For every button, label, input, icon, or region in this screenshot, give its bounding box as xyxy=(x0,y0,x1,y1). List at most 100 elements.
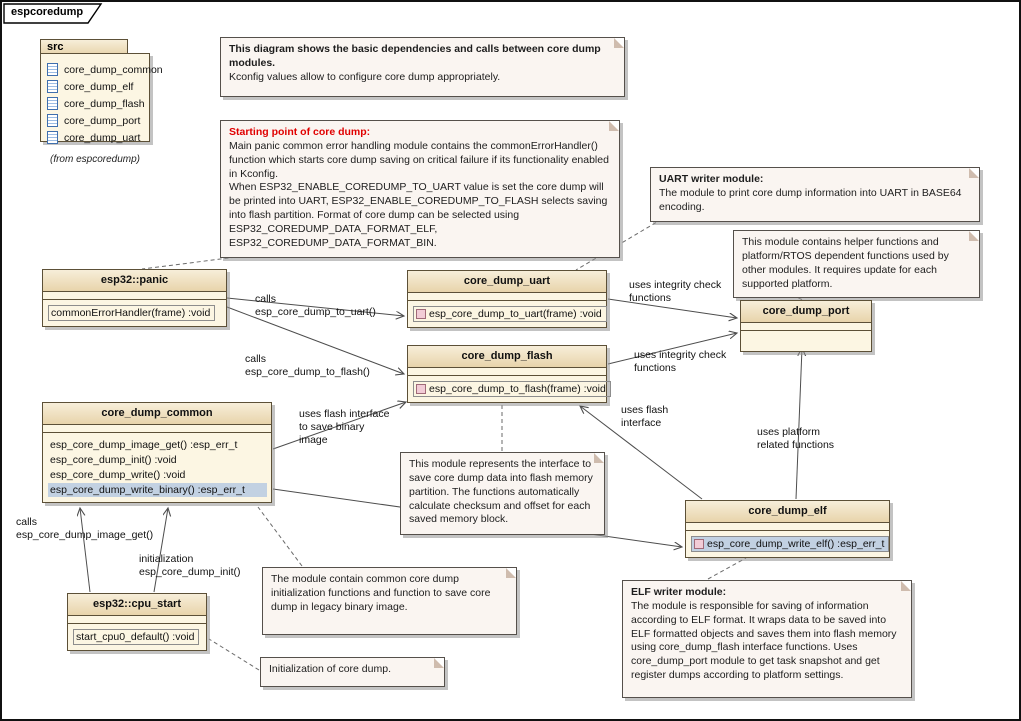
operation-esp-core-dump-write-binary[interactable]: esp_core_dump_write_binary() :esp_err_t xyxy=(48,483,267,497)
operation-label: esp_core_dump_write_elf() :esp_err_t xyxy=(707,538,885,550)
operation-esp-core-dump-image-get[interactable]: esp_core_dump_image_get() :esp_err_t xyxy=(48,438,267,452)
edge-label-calls-image-get: calls esp_core_dump_image_get() xyxy=(16,516,154,542)
attributes-compartment xyxy=(43,425,271,433)
edge-label-integrity-flash: uses integrity check functions xyxy=(634,349,727,375)
package-item-label: core_dump_elf xyxy=(64,80,134,93)
edge-label-flash-interface: uses flash interface xyxy=(621,404,669,430)
operation-esp-core-dump-init[interactable]: esp_core_dump_init() :void xyxy=(48,453,267,467)
note-flash-interface[interactable]: This module represents the interface to … xyxy=(400,452,605,535)
class-core-dump-uart[interactable]: core_dump_uart esp_core_dump_to_uart(fra… xyxy=(407,270,607,328)
frame-title: espcoredump xyxy=(11,6,84,18)
note-starting-title: Starting point of core dump: xyxy=(229,126,371,138)
operations-compartment: esp_core_dump_to_uart(frame) :void xyxy=(408,301,607,327)
note-initialization-text: Initialization of core dump. xyxy=(269,663,391,675)
operations-compartment: esp_core_dump_write_elf() :esp_err_t xyxy=(686,531,890,557)
class-name: core_dump_uart xyxy=(408,271,606,293)
note-uart-writer-text: The module to print core dump informatio… xyxy=(659,186,962,213)
edge-label-calls-to-flash: calls esp_core_dump_to_flash() xyxy=(245,353,370,379)
class-name: core_dump_port xyxy=(741,301,871,323)
note-helper-functions[interactable]: This module contains helper functions an… xyxy=(733,230,980,299)
attributes-compartment xyxy=(686,523,889,531)
edge-label-platform-related: uses platform related functions xyxy=(757,426,835,452)
edge-label-initialization: initialization esp_core_dump_init() xyxy=(139,553,241,579)
attributes-compartment xyxy=(408,293,606,301)
note-elf-writer[interactable]: ELF writer module: The module is respons… xyxy=(622,580,912,698)
class-name: esp32::cpu_start xyxy=(68,594,206,616)
empty-operations xyxy=(746,335,867,347)
class-name: core_dump_common xyxy=(43,403,271,425)
operation-esp-core-dump-to-flash[interactable]: esp_core_dump_to_flash(frame) :void xyxy=(413,381,611,397)
note-overview[interactable]: This diagram shows the basic dependencie… xyxy=(220,37,625,97)
note-uart-writer[interactable]: UART writer module: The module to print … xyxy=(650,167,980,222)
operation-label: esp_core_dump_to_uart(frame) :void xyxy=(429,308,602,320)
file-icon xyxy=(47,80,58,93)
edge-label-integrity-uart: uses integrity check functions xyxy=(629,279,722,305)
package-src[interactable]: core_dump_common core_dump_elf core_dump… xyxy=(40,53,163,144)
class-name: core_dump_elf xyxy=(686,501,889,523)
attributes-compartment xyxy=(43,292,226,300)
operations-compartment: esp_core_dump_to_flash(frame) :void xyxy=(408,376,611,402)
file-icon xyxy=(47,63,58,76)
class-name: core_dump_flash xyxy=(408,346,606,368)
package-item[interactable]: core_dump_port xyxy=(46,112,145,129)
class-esp32-panic[interactable]: esp32::panic commonErrorHandler(frame) :… xyxy=(42,269,227,327)
package-item-label: core_dump_flash xyxy=(64,97,145,110)
note-common-module[interactable]: The module contain common core dump init… xyxy=(262,567,517,635)
operation-label: esp_core_dump_image_get() :esp_err_t xyxy=(50,439,238,451)
package-item-label: core_dump_common xyxy=(64,63,163,76)
edge-label-flash-save-binary: uses flash interface to save binary imag… xyxy=(299,408,390,447)
class-core-dump-common[interactable]: core_dump_common esp_core_dump_image_get… xyxy=(42,402,272,503)
operation-esp-core-dump-to-uart[interactable]: esp_core_dump_to_uart(frame) :void xyxy=(413,306,607,322)
operation-start-cpu0-default[interactable]: start_cpu0_default() :void xyxy=(73,629,200,645)
operation-esp-core-dump-write-elf[interactable]: esp_core_dump_write_elf() :esp_err_t xyxy=(691,536,890,552)
attributes-compartment xyxy=(408,368,606,376)
note-overview-bold: This diagram shows the basic dependencie… xyxy=(229,43,601,69)
file-icon xyxy=(47,114,58,127)
dependency-edges xyxy=(80,297,802,593)
operation-label: esp_core_dump_to_flash(frame) :void xyxy=(429,383,606,395)
operations-compartment: commonErrorHandler(frame) :void xyxy=(43,300,226,326)
note-starting-point[interactable]: Starting point of core dump: Main panic … xyxy=(220,120,620,258)
operation-icon xyxy=(694,539,704,549)
note-helper-text: This module contains helper functions an… xyxy=(742,236,949,290)
package-item-label: core_dump_uart xyxy=(64,131,141,144)
operation-label: esp_core_dump_write() :void xyxy=(50,469,186,481)
class-esp32-cpu-start[interactable]: esp32::cpu_start start_cpu0_default() :v… xyxy=(67,593,207,651)
package-item[interactable]: core_dump_common xyxy=(46,61,163,78)
note-starting-text: Main panic common error handling module … xyxy=(229,139,609,249)
class-core-dump-elf[interactable]: core_dump_elf esp_core_dump_write_elf() … xyxy=(685,500,890,558)
operation-icon xyxy=(416,309,426,319)
operation-label: start_cpu0_default() :void xyxy=(76,631,195,643)
note-initialization[interactable]: Initialization of core dump. xyxy=(260,657,445,687)
file-icon xyxy=(47,97,58,110)
class-name: esp32::panic xyxy=(43,270,226,292)
note-common-module-text: The module contain common core dump init… xyxy=(271,573,491,613)
package-item[interactable]: core_dump_elf xyxy=(46,78,145,95)
package-item-label: core_dump_port xyxy=(64,114,141,127)
package-origin: (from espcoredump) xyxy=(49,154,141,165)
operations-compartment: esp_core_dump_image_get() :esp_err_t esp… xyxy=(43,433,271,502)
edge-label-calls-to-uart: calls esp_core_dump_to_uart() xyxy=(255,293,376,319)
note-elf-writer-title: ELF writer module: xyxy=(631,586,727,598)
operation-label: esp_core_dump_init() :void xyxy=(50,454,177,466)
class-core-dump-flash[interactable]: core_dump_flash esp_core_dump_to_flash(f… xyxy=(407,345,611,403)
file-icon xyxy=(47,131,58,144)
note-overview-text: Kconfig values allow to configure core d… xyxy=(229,70,501,83)
attributes-compartment xyxy=(68,616,206,624)
operation-label: esp_core_dump_write_binary() :esp_err_t xyxy=(50,484,245,496)
attributes-compartment xyxy=(741,323,871,331)
class-core-dump-port[interactable]: core_dump_port xyxy=(740,300,872,352)
note-flash-interface-text: This module represents the interface to … xyxy=(409,458,593,526)
package-tab-src[interactable]: src xyxy=(40,39,128,56)
operation-icon xyxy=(416,384,426,394)
package-item[interactable]: core_dump_flash xyxy=(46,95,145,112)
operations-compartment: start_cpu0_default() :void xyxy=(68,624,206,650)
package-item[interactable]: core_dump_uart xyxy=(46,129,145,146)
operation-esp-core-dump-write[interactable]: esp_core_dump_write() :void xyxy=(48,468,267,482)
note-uart-writer-title: UART writer module: xyxy=(659,173,764,185)
operation-label: commonErrorHandler(frame) :void xyxy=(51,307,211,319)
operation-commonErrorHandler[interactable]: commonErrorHandler(frame) :void xyxy=(48,305,216,321)
operations-compartment xyxy=(741,331,871,351)
